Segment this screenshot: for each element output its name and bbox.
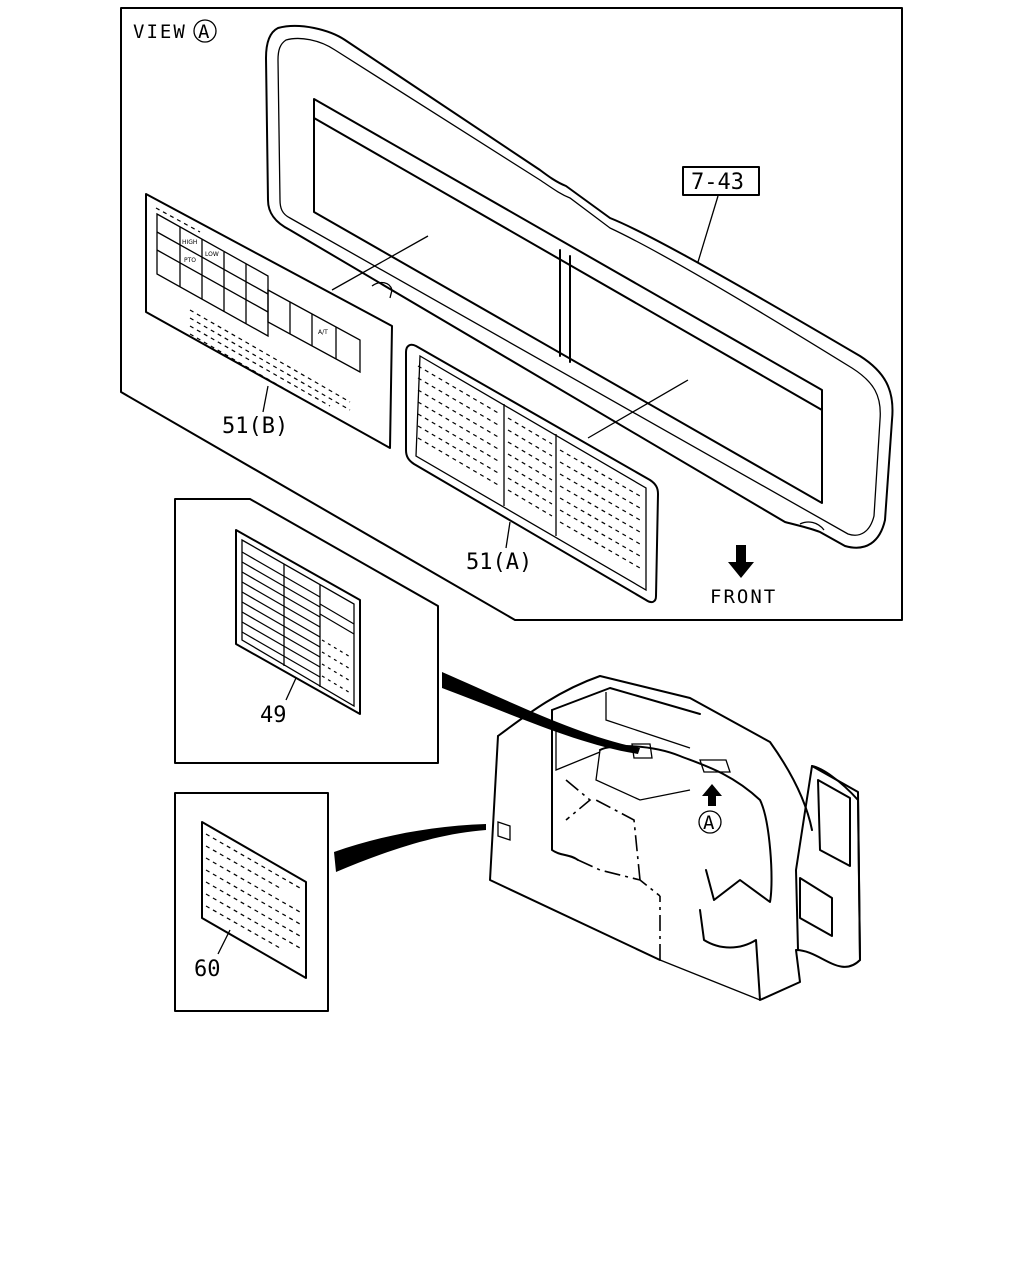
cab-floor-line (577, 859, 661, 897)
label-51b-cell: A/T (318, 329, 328, 336)
cab-bottom-edge (659, 959, 761, 1001)
cab-step-area (699, 765, 861, 1001)
panel-49-frame (174, 498, 439, 764)
label-51b-grid-row (156, 231, 269, 295)
cab-illustration: A (489, 675, 861, 1001)
cab-door-frame (811, 765, 861, 961)
label-49-callout: 49 (260, 703, 287, 728)
cab-door-handle (799, 877, 833, 937)
label-51b-cell: LOW (205, 251, 219, 258)
label-60-location-marker (497, 821, 511, 841)
label-51a-outline (405, 343, 659, 604)
leader-51a-console (587, 379, 689, 439)
reference-callout: 7-43 (682, 166, 760, 263)
cab-hidden-line (565, 779, 592, 821)
label-60-outline (201, 821, 307, 979)
front-label: FRONT (710, 586, 777, 608)
label-51a-callout: 51(A) (466, 550, 532, 575)
leader-51b-console (331, 235, 429, 291)
label-51b-sheet: HIGH LOW PTO A/T 51(B) (145, 193, 393, 449)
console-window (313, 98, 823, 504)
cab-windshield-top (605, 692, 691, 749)
label-49-leader (285, 677, 297, 701)
panel-60-frame (174, 792, 329, 1012)
cab-door-window (817, 779, 851, 867)
label-60-fine-print (205, 833, 301, 949)
label-51b-grid-row (156, 249, 269, 313)
label-51a-sheet: 51(A) (405, 343, 659, 604)
view-a-callout-circle (698, 810, 722, 834)
view-circle-marker (193, 19, 217, 43)
label-51b-leader (262, 385, 269, 413)
view-marker-letter: A (198, 21, 210, 43)
label-51b-callout: 51(B) (222, 414, 288, 439)
cab-window (555, 730, 601, 771)
overhead-console (265, 24, 894, 549)
label-51b-fine-print (155, 207, 351, 411)
front-indicator: FRONT (710, 545, 777, 608)
cab-left-side (489, 735, 661, 961)
front-arrow-icon (728, 545, 754, 578)
label-49-location-marker (631, 743, 653, 759)
label-51b-right-grid (267, 288, 361, 374)
cab-pillar (551, 709, 579, 861)
panel-60: 60 (174, 792, 329, 1012)
label-51a-fine-print (417, 365, 641, 569)
console-clip (371, 281, 393, 299)
reference-box-text: 7-43 (691, 170, 744, 195)
pointer-band-49 (442, 672, 640, 754)
label-51b-cell: PTO (184, 257, 196, 264)
view-direction-arrow-icon (702, 784, 722, 806)
label-60-callout: 60 (194, 957, 221, 982)
label-51b-grid-outline (156, 212, 269, 338)
label-49-fine-print (321, 639, 353, 695)
cab-seat-outline (599, 745, 773, 903)
console-window-strip (313, 117, 823, 411)
label-60-leader (217, 929, 231, 955)
view-label: VIEW (133, 21, 187, 43)
cab-roof (497, 675, 813, 831)
view-a-frame (120, 7, 903, 621)
cab-dash-top (595, 749, 691, 801)
label-49-rows (241, 551, 355, 678)
label-49-inner (241, 538, 355, 708)
view-a-panel: VIEW A (120, 7, 903, 621)
reference-leader (697, 195, 719, 263)
console-bump (799, 521, 825, 531)
view-a-callout-letter: A (703, 812, 715, 834)
label-51a-inner (415, 354, 647, 592)
console-inner (277, 37, 881, 536)
console-outer (265, 24, 894, 549)
reference-box (682, 166, 760, 196)
label-51b-outline (145, 193, 393, 449)
label-51a-leader (505, 521, 511, 549)
pointer-band-60 (334, 824, 486, 872)
label-51b-cell: HIGH (182, 239, 197, 246)
label-49-outline (235, 529, 361, 715)
panel-49: 49 (174, 498, 439, 764)
cab-top-edge (551, 687, 701, 715)
cab-console-line (595, 799, 641, 881)
overhead-location-marker (699, 759, 731, 773)
